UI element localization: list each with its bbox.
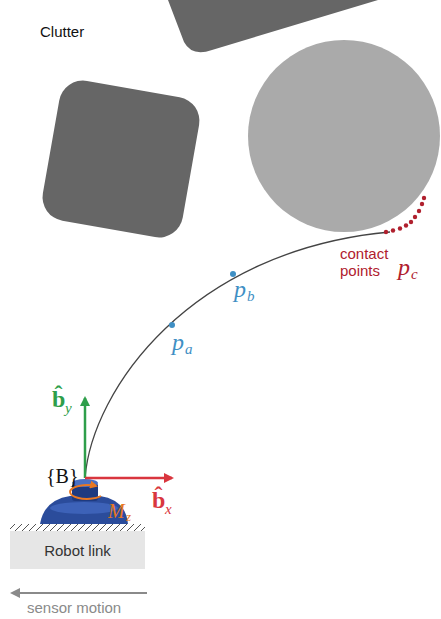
motion-label: sensor motion [27,600,121,617]
sensor-rim [50,502,118,514]
link-label: Robot link [44,542,111,559]
axis-subscript: x [165,501,172,518]
point-subscript: b [247,288,255,305]
point-subscript: c [411,266,418,283]
clutter-cylinder [248,40,440,232]
contact-label: contact points [340,246,402,279]
axis-x [85,477,172,480]
point-symbol: p [234,276,246,302]
point-a [169,322,175,328]
point-symbol: p [172,329,184,355]
moment-arrow [70,485,101,499]
contact-points [384,196,426,234]
axis-subscript: y [65,400,72,417]
mount-hatch [10,524,145,531]
point-subscript: a [185,341,193,358]
axis-y [84,398,87,478]
moment-subscript: z [126,510,131,524]
motion-arrow [12,592,147,594]
axis-label: b̂ [52,386,65,412]
axis-label: b̂ [152,487,165,513]
frame-label: {B} [46,465,79,487]
clutter-block [39,77,204,242]
moment-label: M [108,500,125,522]
point-symbol: p [398,254,410,280]
region-label: Clutter [40,24,84,41]
robot-link: Robot link [10,531,145,569]
